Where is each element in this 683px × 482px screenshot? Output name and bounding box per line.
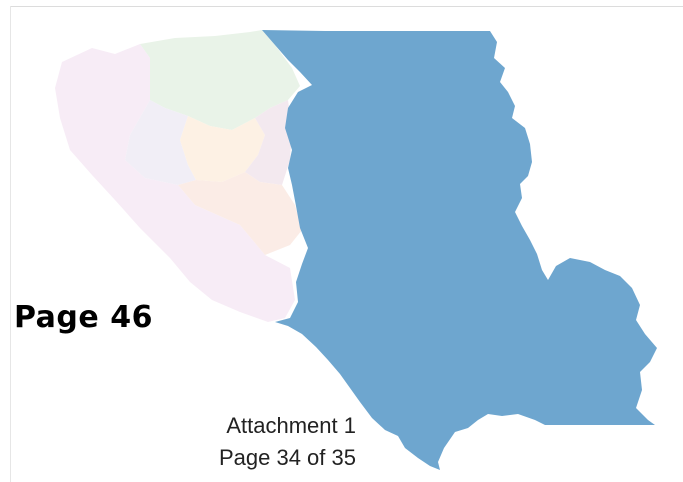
- attachment-page-number: Page 34 of 35: [218, 445, 356, 470]
- frame-left-border: [10, 6, 11, 482]
- map-region-west: [55, 44, 295, 322]
- page-stamp-label: Page 46: [14, 300, 153, 335]
- map-region-center-north: [125, 100, 196, 185]
- map-region-east-small: [245, 100, 292, 185]
- map-region-center: [180, 116, 265, 182]
- attachment-label: Attachment 1: [226, 413, 356, 438]
- map-region-south-center: [178, 172, 302, 255]
- map-region-highlighted: [262, 30, 657, 470]
- frame-top-border: [10, 6, 683, 7]
- map-region-north: [140, 30, 300, 130]
